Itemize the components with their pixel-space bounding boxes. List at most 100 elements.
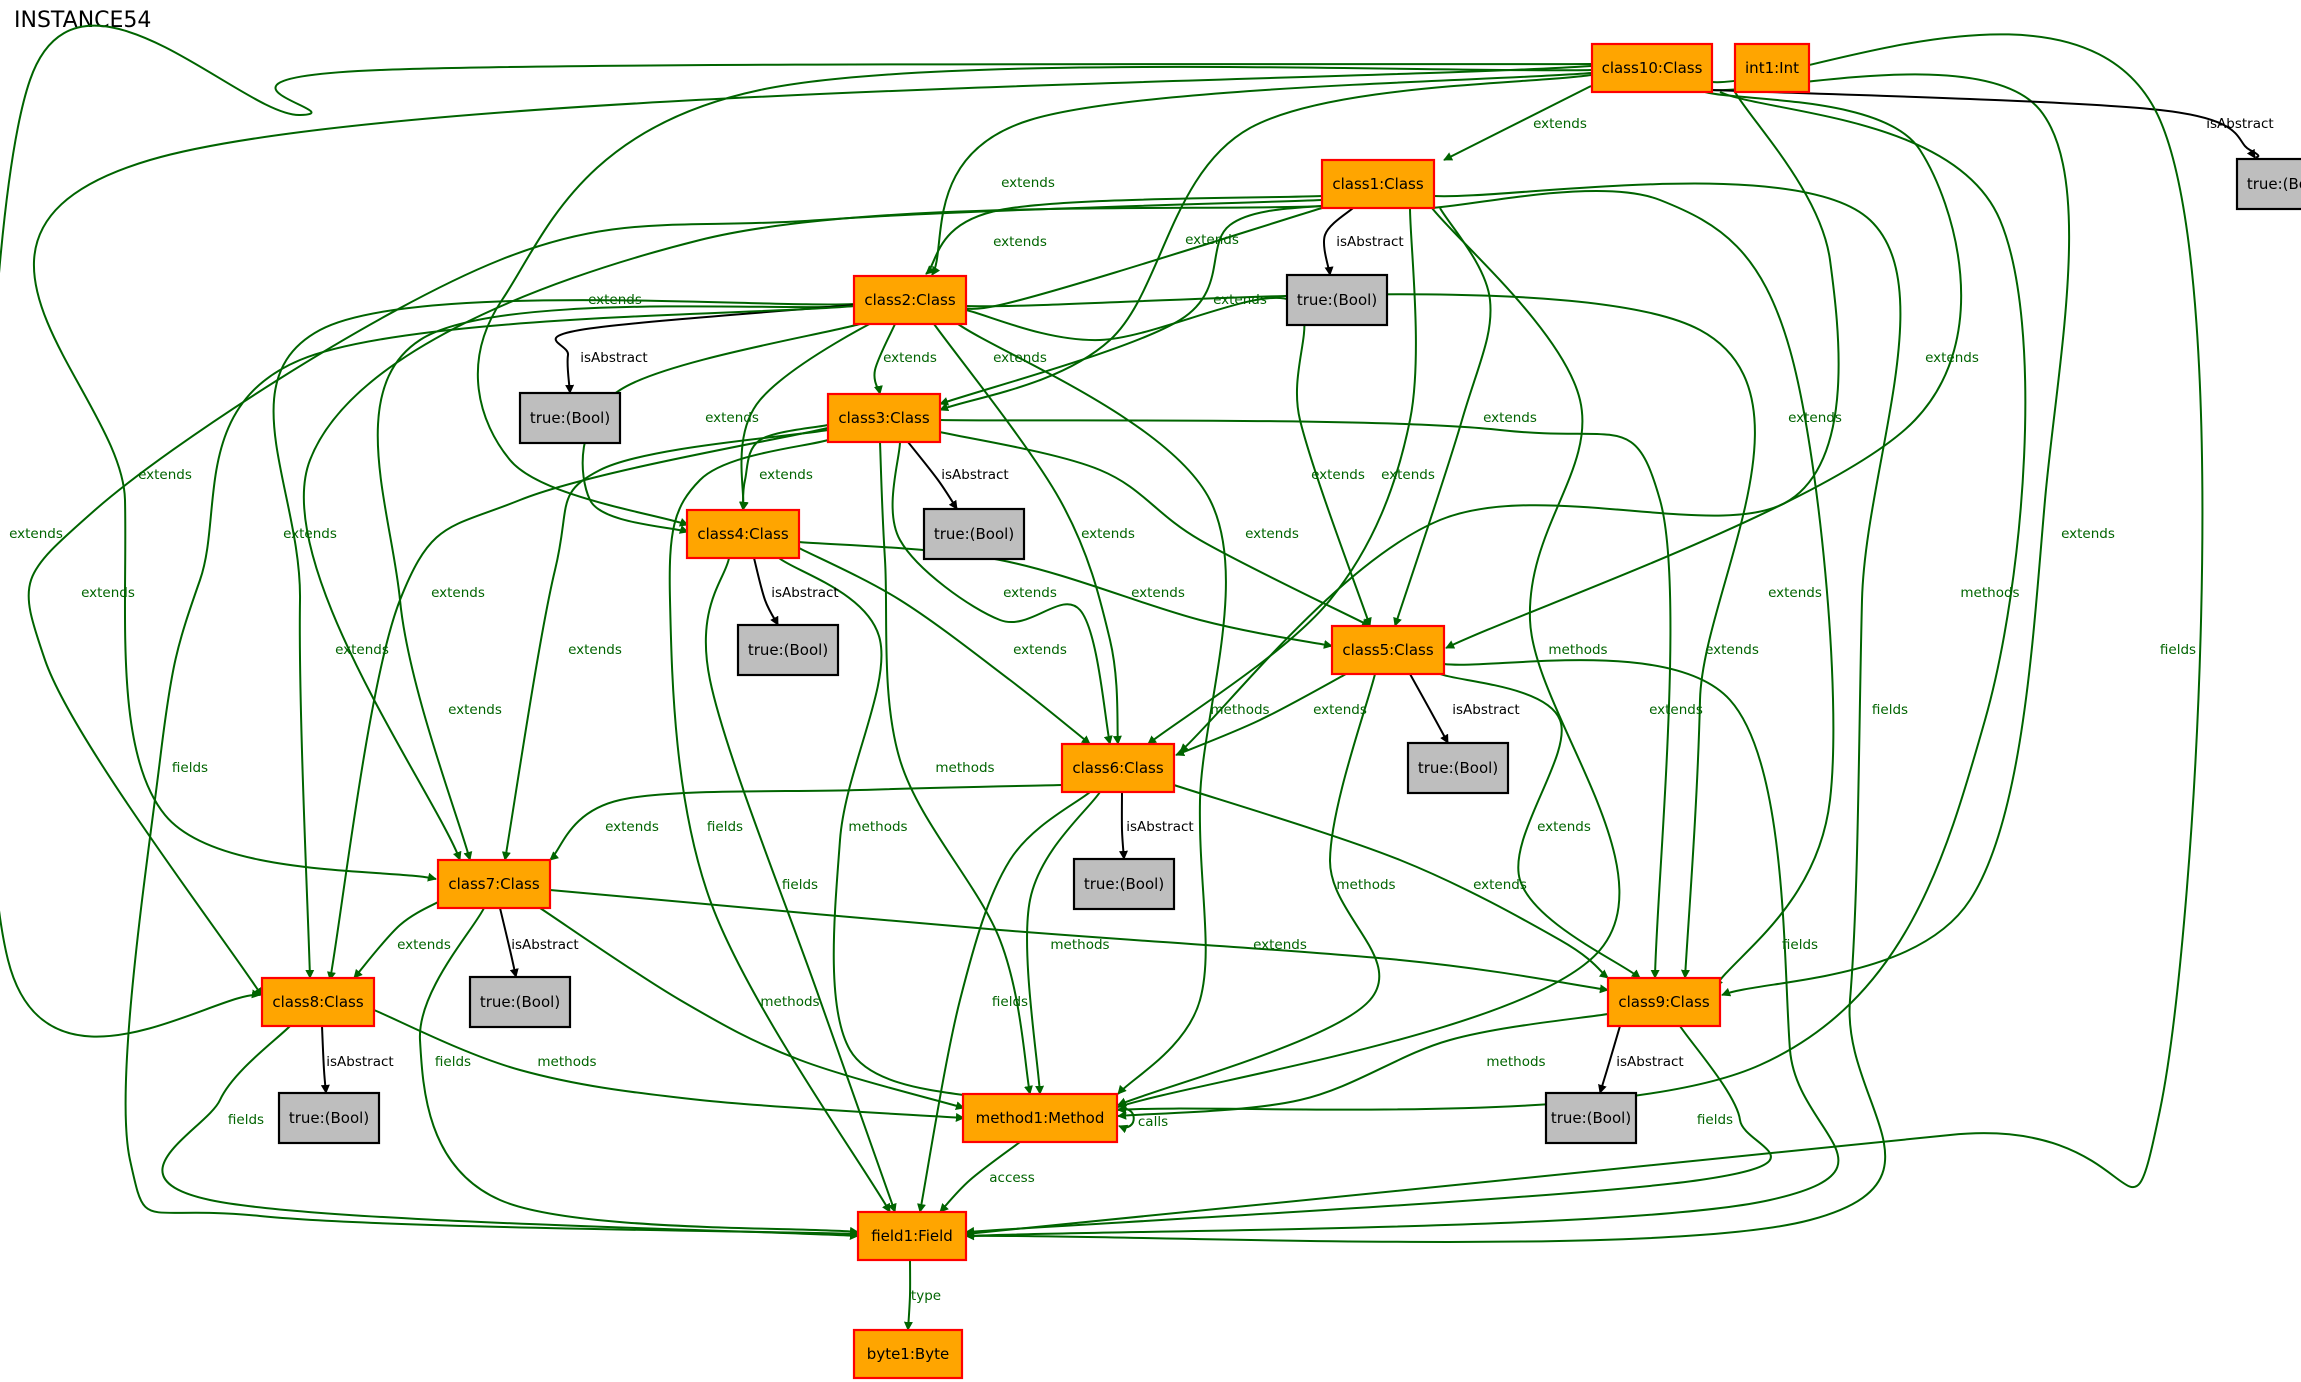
edge-label-fields: fields — [707, 819, 743, 835]
node-tb4[interactable]: true:(Bool) — [736, 623, 840, 677]
node-box-tb7[interactable] — [468, 975, 572, 1029]
edge-label-fields: fields — [782, 877, 818, 893]
edge-class3-extends-class6 — [891, 441, 1113, 745]
node-class1[interactable]: class1:Class — [1320, 158, 1436, 210]
node-box-tb10[interactable] — [2235, 157, 2301, 211]
edge-label-isAbstract: isAbstract — [771, 585, 838, 601]
node-box-tb8[interactable] — [277, 1091, 381, 1145]
node-box-class10[interactable] — [1590, 42, 1714, 94]
edge-label-extends: extends — [1649, 702, 1703, 718]
edge-label-isAbstract: isAbstract — [1616, 1054, 1683, 1070]
node-tb10[interactable]: true:(Bool) — [2235, 157, 2301, 211]
node-box-tb4[interactable] — [736, 623, 840, 677]
edge-class3-extends-class7 — [501, 429, 829, 861]
edge-class9-fields-field1 — [965, 1025, 1772, 1236]
node-box-class2[interactable] — [852, 274, 968, 326]
edge-class6-isAbstract-tb6 — [1119, 791, 1128, 860]
edge-label-extends: extends — [431, 585, 485, 601]
edge-label-extends: extends — [448, 702, 502, 718]
edge-class2-extends-class3 — [873, 323, 896, 395]
node-class7[interactable]: class7:Class — [436, 858, 552, 910]
edge-class10-extends-class1 — [1443, 85, 1592, 161]
edge-label-extends: extends — [1705, 642, 1759, 658]
node-label-class5: class5:Class — [1342, 641, 1433, 659]
node-class3[interactable]: class3:Class — [826, 392, 942, 444]
node-class5[interactable]: class5:Class — [1330, 624, 1446, 676]
edge-label-extends: extends — [335, 642, 389, 658]
node-class9[interactable]: class9:Class — [1606, 976, 1722, 1028]
node-box-byte1[interactable] — [852, 1328, 964, 1380]
node-tb6[interactable]: true:(Bool) — [1072, 857, 1176, 911]
node-box-class6[interactable] — [1060, 742, 1176, 794]
node-label-int1: int1:Int — [1745, 59, 1799, 77]
node-class4[interactable]: class4:Class — [685, 508, 801, 560]
node-tb7[interactable]: true:(Bool) — [468, 975, 572, 1029]
edge-class3-extends-class8 — [327, 427, 829, 981]
node-label-tb3: true:(Bool) — [934, 525, 1014, 543]
node-box-tb9[interactable] — [1544, 1091, 1638, 1145]
edge-label-extends: extends — [1003, 585, 1057, 601]
edge-class7-fields-field1 — [418, 907, 859, 1236]
edge-label-methods: methods — [1960, 585, 2019, 601]
edge-class3-isAbstract-tb3 — [907, 441, 958, 510]
node-box-class9[interactable] — [1606, 976, 1722, 1028]
edge-class10-extends-class8 — [0, 24, 1592, 1038]
edge-label-fields: fields — [228, 1112, 264, 1128]
node-box-tb5[interactable] — [1406, 741, 1510, 795]
edge-label-fields: fields — [435, 1054, 471, 1070]
node-box-field1[interactable] — [856, 1210, 968, 1262]
edge-class10-extends-class9 — [1711, 73, 2071, 997]
edge-label-extends: extends — [993, 350, 1047, 366]
edge-class1-extends-class5 — [1393, 207, 1492, 627]
node-box-method1[interactable] — [961, 1092, 1119, 1144]
edge-class2-extends-class9 — [965, 293, 1756, 979]
node-label-tb10: true:(Bool) — [2247, 175, 2301, 193]
edge-class10-fields-field1 — [965, 33, 2204, 1238]
edge-label-extends: extends — [1253, 937, 1307, 953]
edge-label-extends: extends — [1311, 467, 1365, 483]
edge-label-fields: fields — [172, 760, 208, 776]
edge-label-fields: fields — [992, 994, 1028, 1010]
node-box-class3[interactable] — [826, 392, 942, 444]
node-box-tb2[interactable] — [518, 391, 622, 445]
edge-class3-extends-class9 — [939, 419, 1672, 979]
node-tb2[interactable]: true:(Bool) — [518, 391, 622, 445]
node-box-tb6[interactable] — [1072, 857, 1176, 911]
edge-class1-extends-class9 — [1429, 190, 1835, 988]
node-box-tb3[interactable] — [922, 507, 1026, 561]
node-tb1[interactable]: true:(Bool) — [1285, 273, 1389, 327]
node-box-tb1[interactable] — [1285, 273, 1389, 327]
node-box-class4[interactable] — [685, 508, 801, 560]
node-box-class1[interactable] — [1320, 158, 1436, 210]
node-tb9[interactable]: true:(Bool) — [1544, 1091, 1638, 1145]
edge-label-extends: extends — [568, 642, 622, 658]
node-class10[interactable]: class10:Class — [1590, 42, 1714, 94]
edge-label-extends: extends — [2061, 526, 2115, 542]
node-class2[interactable]: class2:Class — [852, 274, 968, 326]
node-box-class7[interactable] — [436, 858, 552, 910]
edge-label-extends: extends — [1381, 467, 1435, 483]
node-int1[interactable]: int1:Int — [1733, 42, 1811, 94]
edge-class5-methods-method1 — [1117, 673, 1381, 1107]
node-box-class8[interactable] — [260, 976, 376, 1028]
edge-class1-extends-class8 — [27, 199, 1323, 997]
node-byte1[interactable]: byte1:Byte — [852, 1328, 964, 1380]
edge-class2-extends-class6 — [933, 323, 1122, 745]
node-class8[interactable]: class8:Class — [260, 976, 376, 1028]
node-class6[interactable]: class6:Class — [1060, 742, 1176, 794]
node-box-int1[interactable] — [1733, 42, 1811, 94]
node-tb5[interactable]: true:(Bool) — [1406, 741, 1510, 795]
node-field1[interactable]: field1:Field — [856, 1210, 968, 1262]
edge-label-methods: methods — [1210, 702, 1269, 718]
node-box-class5[interactable] — [1330, 624, 1446, 676]
node-method1[interactable]: method1:Method — [961, 1092, 1119, 1144]
node-tb3[interactable]: true:(Bool) — [922, 507, 1026, 561]
edge-class5-extends-class9 — [1439, 673, 1641, 979]
edge-label-isAbstract: isAbstract — [1452, 702, 1519, 718]
edge-class6-methods-method1 — [1026, 791, 1101, 1095]
node-tb8[interactable]: true:(Bool) — [277, 1091, 381, 1145]
edge-label-isAbstract: isAbstract — [1126, 819, 1193, 835]
edge-label-isAbstract: isAbstract — [580, 350, 647, 366]
edge-label-isAbstract: isAbstract — [941, 467, 1008, 483]
